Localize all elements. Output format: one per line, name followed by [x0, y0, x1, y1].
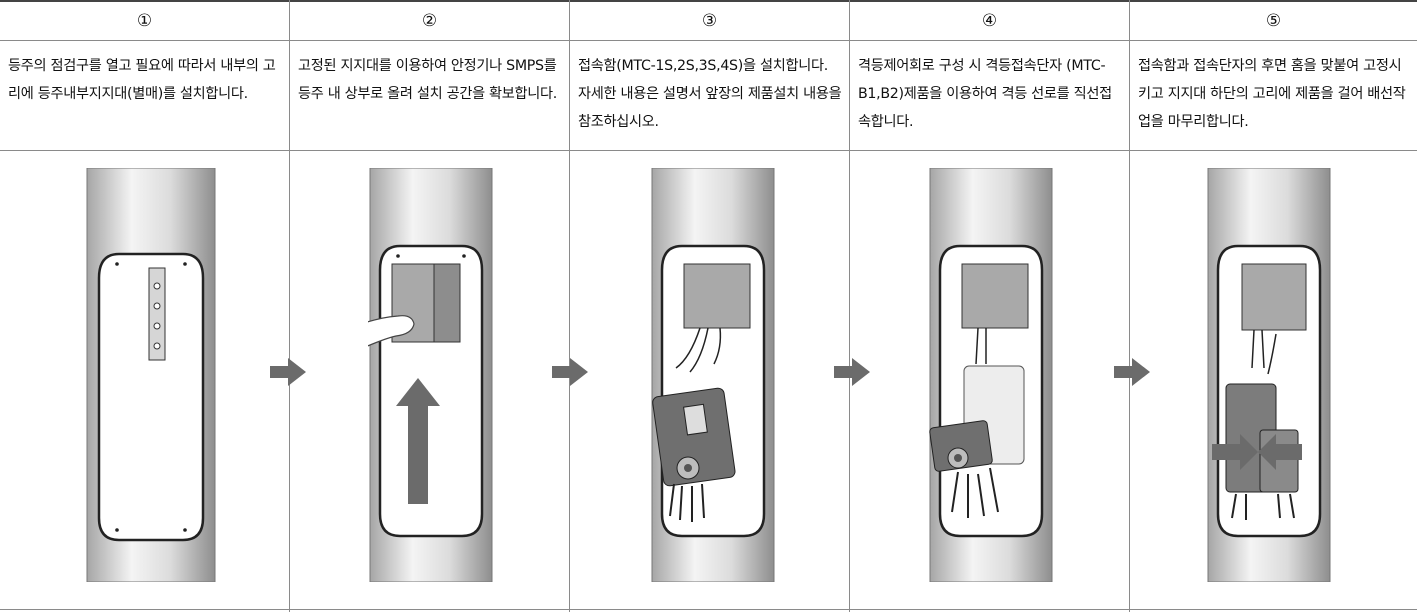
step-illustration-4 [929, 168, 1053, 582]
step-column-2: ② 고정된 지지대를 이용하여 안정기나 SMPS를 등주 내 상부로 올려 설… [270, 0, 569, 612]
access-door [97, 252, 205, 542]
step-illustration-5 [1207, 168, 1331, 582]
step-description-4: 격등제어회로 구성 시 격등접속단자 (MTC-B1,B2)제품을 이용하여 격… [858, 58, 1112, 130]
header-divider [0, 150, 1417, 151]
up-arrow-shaft [408, 404, 428, 504]
up-arrow-head [396, 378, 440, 406]
junction-box [652, 387, 736, 487]
internal-support [148, 267, 166, 361]
right-arrow-icon [552, 358, 588, 386]
terminal-connector [929, 420, 993, 472]
push-arrow-right [1258, 434, 1302, 470]
step-column-5: ⑤ 접속함과 접속단자의 후면 홈을 맞붙여 고정시키고 지지대 하단의 고리에… [1114, 0, 1417, 612]
ballast [961, 263, 1029, 329]
terminal-connector [1259, 429, 1299, 493]
step-number-3: ③ [570, 0, 849, 41]
right-arrow-icon [270, 358, 306, 386]
step-illustration-2 [368, 168, 493, 582]
push-arrow-left [1212, 434, 1258, 470]
step-illustration-3 [651, 168, 775, 582]
ballast [683, 263, 751, 329]
step-number-5: ⑤ [1130, 0, 1417, 41]
right-arrow-icon [1114, 358, 1150, 386]
step-description-3: 접속함(MTC-1S,2S,3S,4S)을 설치합니다. 자세한 내용은 설명서… [578, 58, 842, 130]
bottom-border [0, 609, 1417, 610]
step-description-1: 등주의 점검구를 열고 필요에 따라서 내부의 고리에 등주내부지지대(별매)를… [8, 58, 276, 102]
step-number-2: ② [290, 0, 569, 41]
step-column-1: ① 등주의 점검구를 열고 필요에 따라서 내부의 고리에 등주내부지지대(별매… [0, 0, 289, 612]
step-illustration-1 [86, 168, 216, 582]
ballast [1241, 263, 1307, 331]
right-arrow-icon [834, 358, 870, 386]
step-column-4: ④ 격등제어회로 구성 시 격등접속단자 (MTC-B1,B2)제품을 이용하여… [834, 0, 1129, 612]
hand [368, 315, 415, 347]
step-number-4: ④ [850, 0, 1129, 41]
step-description-2: 고정된 지지대를 이용하여 안정기나 SMPS를 등주 내 상부로 올려 설치 … [298, 58, 558, 102]
step-description-5: 접속함과 접속단자의 후면 홈을 맞붙여 고정시키고 지지대 하단의 고리에 제… [1138, 58, 1406, 130]
step-number-1: ① [0, 0, 289, 41]
step-column-3: ③ 접속함(MTC-1S,2S,3S,4S)을 설치합니다. 자세한 내용은 설… [552, 0, 849, 612]
